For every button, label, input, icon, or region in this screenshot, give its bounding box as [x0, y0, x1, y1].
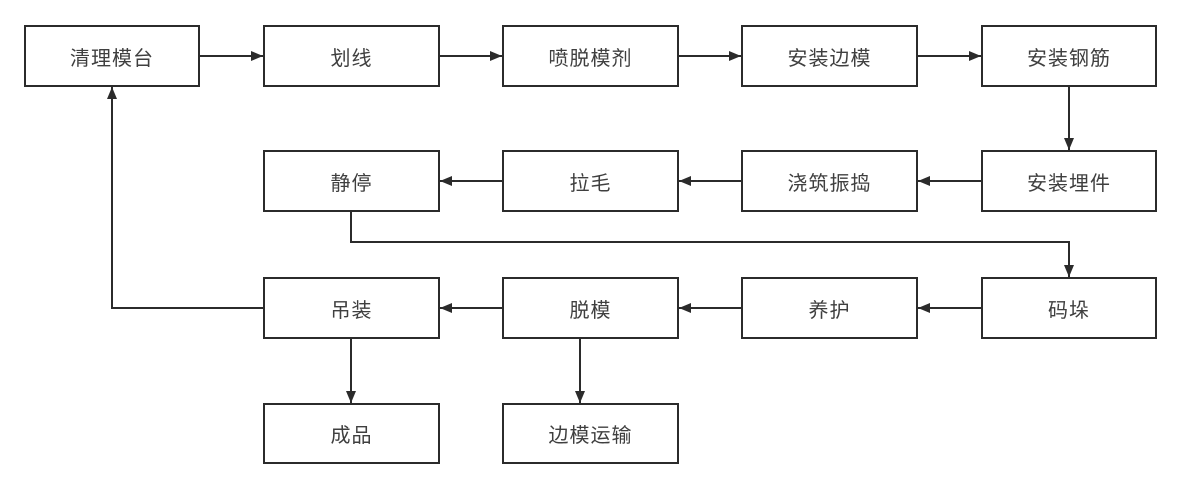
node-label: 安装钢筋	[1027, 47, 1111, 70]
node-hoisting: 吊装	[263, 277, 440, 339]
node-label: 喷脱模剂	[548, 47, 633, 70]
node-label: 脱模	[569, 299, 612, 322]
node-label: 成品	[330, 425, 373, 447]
node-curing: 养护	[741, 277, 918, 339]
node-roughening: 拉毛	[502, 150, 679, 212]
node-label: 安装埋件	[1027, 172, 1111, 195]
node-spray-release-agent: 喷脱模剂	[502, 25, 679, 87]
node-label: 码垛	[1048, 299, 1090, 322]
node-clean-mold-table: 清理模台	[24, 25, 200, 87]
node-label: 边模运输	[548, 425, 633, 447]
node-label: 吊装	[330, 299, 373, 322]
node-stacking: 码垛	[981, 277, 1157, 339]
node-install-embedded-parts: 安装埋件	[981, 150, 1157, 212]
edge-resting-to-stacking	[350, 212, 1074, 277]
node-demolding: 脱模	[502, 277, 679, 339]
node-marking: 划线	[263, 25, 440, 87]
node-install-rebar: 安装钢筋	[981, 25, 1157, 87]
node-install-side-molds: 安装边模	[741, 25, 918, 87]
node-label: 划线	[330, 47, 373, 70]
node-side-mold-transport: 边模运输	[502, 403, 679, 464]
node-finished-product: 成品	[263, 403, 440, 464]
node-label: 清理模台	[70, 47, 154, 70]
node-label: 养护	[808, 299, 851, 322]
node-label: 浇筑振捣	[787, 172, 872, 195]
node-pouring-vibrating: 浇筑振捣	[741, 150, 918, 212]
node-label: 静停	[330, 172, 373, 195]
node-label: 安装边模	[787, 47, 872, 70]
edge-hoisting-to-clean-mold-table	[107, 87, 263, 309]
node-label: 拉毛	[569, 172, 612, 195]
node-resting: 静停	[263, 150, 440, 212]
